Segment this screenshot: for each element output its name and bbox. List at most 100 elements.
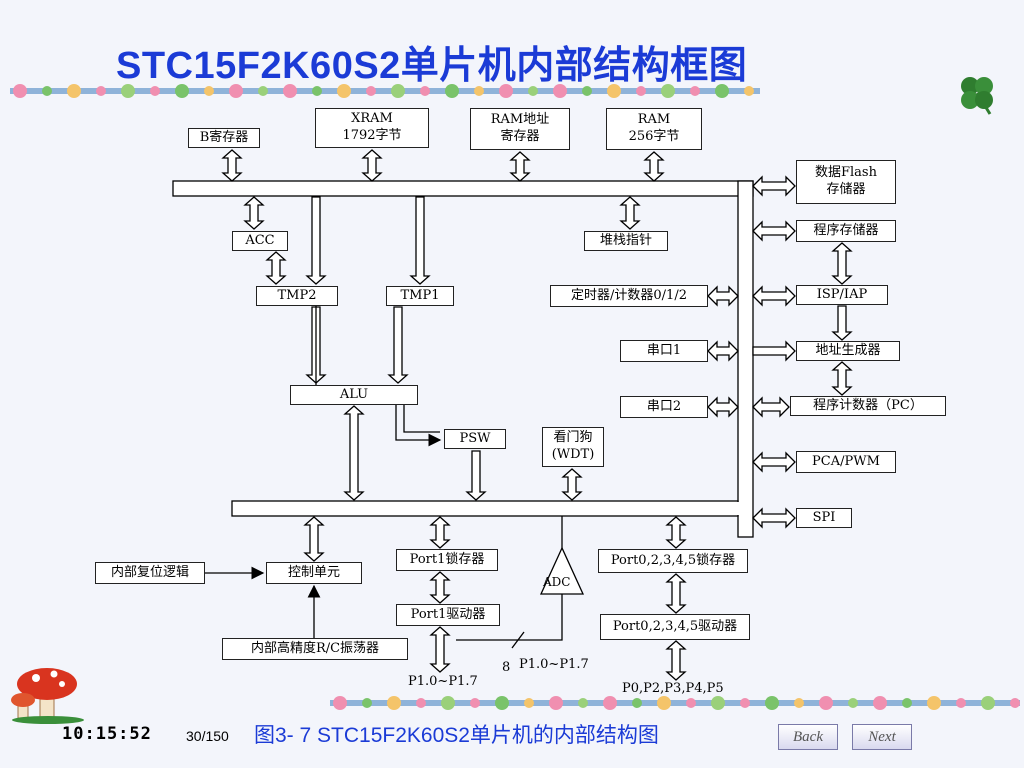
flower-icon xyxy=(333,696,347,710)
address-generator-block: 地址生成器 xyxy=(796,341,900,361)
flower-icon xyxy=(96,86,106,96)
clover-icon xyxy=(961,77,993,115)
flower-icon xyxy=(283,84,297,98)
flower-icon xyxy=(366,86,376,96)
b-register: B寄存器 xyxy=(188,128,260,148)
flower-icon xyxy=(632,698,642,708)
flower-icon xyxy=(711,696,725,710)
flower-icon xyxy=(229,84,243,98)
bus-tmp1-arrow xyxy=(409,196,431,285)
reset-logic-block: 内部复位逻辑 xyxy=(95,562,205,584)
lowerbus-control-arrow xyxy=(303,516,325,562)
right-bus xyxy=(737,180,754,538)
flower-icon xyxy=(794,698,804,708)
addrgen-bus-arrow xyxy=(752,340,796,362)
flower-icon xyxy=(524,698,534,708)
progmem-bus-arrow xyxy=(752,220,796,242)
spi-bus-arrow xyxy=(752,507,796,529)
flower-icon xyxy=(1010,698,1020,708)
flower-icon xyxy=(848,698,858,708)
ram-address-sub: 寄存器 xyxy=(500,129,540,144)
flower-icon xyxy=(578,698,588,708)
lowerbus-portlatch-arrow xyxy=(665,516,687,549)
alu-block: ALU xyxy=(290,385,418,405)
stack-pointer-block: 堆栈指针 xyxy=(584,231,668,251)
flower-icon xyxy=(603,696,617,710)
p1-pins-label: P1.0~P1.7 xyxy=(408,674,478,689)
uart2-bus-arrow xyxy=(707,396,739,418)
flower-icon xyxy=(391,84,405,98)
clock-readout: 10:15:52 xyxy=(62,724,152,744)
flower-border-top xyxy=(10,84,760,98)
adc-label: ADC xyxy=(543,575,571,589)
wdt-lowerbus-arrow xyxy=(561,468,583,501)
program-counter-block: 程序计数器（PC） xyxy=(790,396,946,416)
xram-size: 1792字节 xyxy=(342,128,402,143)
psw-lowerbus-arrow xyxy=(465,450,487,501)
ram-block: RAM 256字节 xyxy=(606,108,702,150)
flower-icon xyxy=(744,86,754,96)
uart2-block: 串口2 xyxy=(620,396,708,418)
flower-icon xyxy=(765,696,779,710)
acc-tmp2-arrow xyxy=(265,251,287,285)
portdriver-pins-arrow xyxy=(665,640,687,681)
data-flash-title: 数据Flash xyxy=(815,165,877,181)
flower-icon xyxy=(661,84,675,98)
flower-border-bottom xyxy=(330,696,1020,710)
addrgen-pc-arrow xyxy=(831,361,853,396)
isp-iap-block: ISP/IAP xyxy=(796,285,888,305)
flower-icon xyxy=(387,696,401,710)
flower-icon xyxy=(657,696,671,710)
port-pins-label: P0,P2,P3,P4,P5 xyxy=(622,681,724,696)
data-flash-sub: 存储器 xyxy=(826,182,866,197)
flower-icon xyxy=(981,696,995,710)
xram-bus-arrow xyxy=(361,149,383,182)
flower-icon xyxy=(740,698,750,708)
flower-icon xyxy=(204,86,214,96)
flower-icon xyxy=(686,698,696,708)
port1latch-driver-arrow xyxy=(429,571,451,604)
flower-icon xyxy=(337,84,351,98)
port1-driver-block: Port1驱动器 xyxy=(396,604,500,626)
flower-icon xyxy=(445,84,459,98)
mushroom-icon xyxy=(11,668,84,724)
flower-icon xyxy=(582,86,592,96)
isp-addrgen-arrow-up xyxy=(831,305,853,341)
psw-register: PSW xyxy=(444,429,506,449)
portlatch-driver-arrow xyxy=(665,573,687,614)
spi-block: SPI xyxy=(796,508,852,528)
ram-address-register: RAM地址 寄存器 xyxy=(470,108,570,150)
b-reg-bus-arrow xyxy=(221,149,243,182)
lowerbus-port1latch-arrow xyxy=(429,516,451,549)
flower-icon xyxy=(956,698,966,708)
flower-icon xyxy=(13,84,27,98)
alu-psw-link xyxy=(395,405,442,447)
flash-bus-arrow xyxy=(752,175,796,197)
tmp1-register: TMP1 xyxy=(386,286,454,306)
flower-icon xyxy=(819,696,833,710)
acc-register: ACC xyxy=(232,231,288,251)
timer-counter-block: 定时器/计数器0/1/2 xyxy=(550,285,708,307)
flower-icon xyxy=(873,696,887,710)
flower-icon xyxy=(416,698,426,708)
flower-icon xyxy=(67,84,81,98)
flower-icon xyxy=(441,696,455,710)
flower-icon xyxy=(636,86,646,96)
flower-icon xyxy=(474,86,484,96)
figure-caption: 图3- 7 STC15F2K60S2单片机的内部结构图 xyxy=(254,724,659,747)
flower-icon xyxy=(553,84,567,98)
ram-title: RAM xyxy=(637,112,671,128)
flower-icon xyxy=(499,84,513,98)
flower-icon xyxy=(549,696,563,710)
flower-icon xyxy=(715,84,729,98)
flower-icon xyxy=(312,86,322,96)
xram-title: XRAM xyxy=(351,111,393,127)
page-title: STC15F2K60S2单片机内部结构框图 xyxy=(116,45,748,87)
next-button[interactable]: Next xyxy=(852,724,912,750)
progmem-isp-arrow xyxy=(831,242,853,285)
back-button[interactable]: Back xyxy=(778,724,838,750)
bus-width-label: 8 xyxy=(502,660,511,675)
port1driver-pins-arrow xyxy=(429,626,451,673)
flower-icon xyxy=(902,698,912,708)
